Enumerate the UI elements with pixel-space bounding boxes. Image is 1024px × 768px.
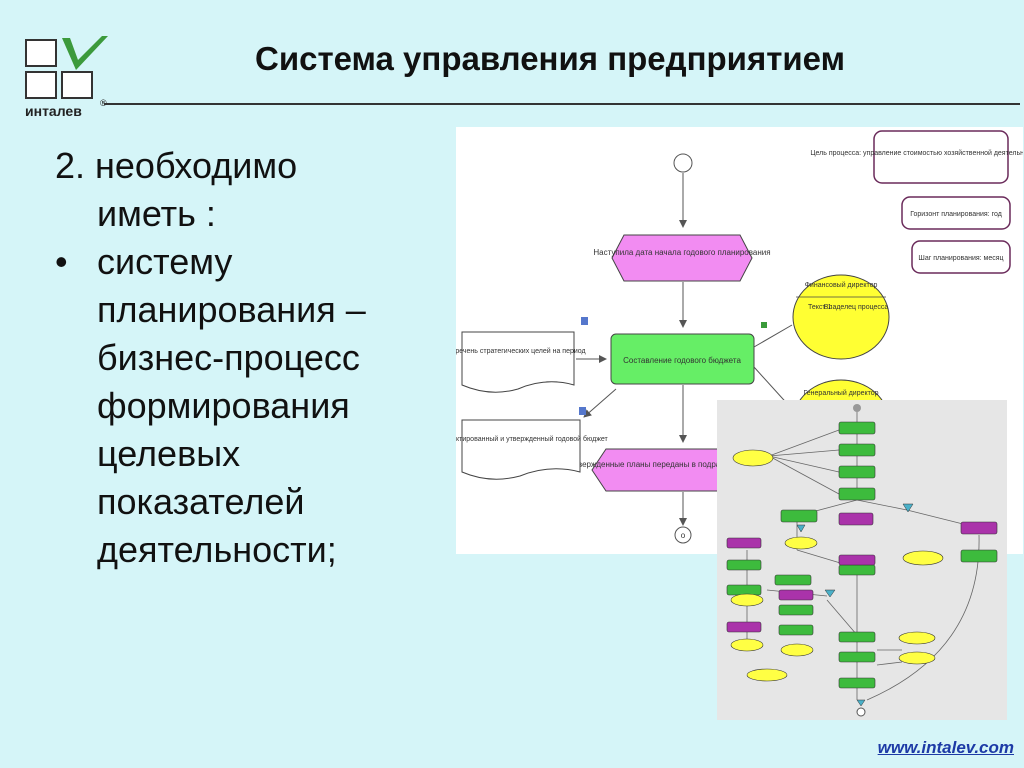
fin-director-label: Финансовый директор	[805, 281, 878, 289]
doc-marker-icon	[579, 407, 586, 415]
footer-url-link[interactable]: www.intalev.com	[877, 738, 1014, 757]
yellow-role-ellipses	[730, 449, 944, 682]
start-plan-label: Наступила дата начала годового планирова…	[593, 248, 770, 257]
title-divider	[104, 103, 1020, 105]
approved-plans-label: Утвержденные планы переданы в подразделе…	[569, 460, 755, 469]
link-marker-icon	[761, 322, 767, 328]
horizon-note	[901, 196, 1011, 230]
goal-label: Цель процесса: управление стоимостью хоз…	[810, 149, 1023, 157]
doc-corrected-label: Скорректированный и утвержденный годовой…	[456, 435, 609, 443]
goal-note	[873, 130, 1009, 184]
fin-text-label: Текст 1	[808, 304, 832, 311]
step-note	[911, 240, 1011, 274]
slide-title: Система управления предприятием	[254, 40, 846, 77]
bullet-text-1: систему	[97, 241, 233, 282]
horizon-label: Горизонт планирования: год	[910, 211, 1002, 218]
body-line-1: 2. необходимо	[55, 145, 298, 186]
bullet-text-4: формирования	[97, 385, 350, 426]
bullet-line-1: • систему	[55, 238, 455, 286]
bullet-text-6: показателей	[97, 481, 305, 522]
end-event-icon	[674, 526, 692, 544]
approved-plans-event	[591, 448, 733, 492]
doc-list-label: Перечень стратегических целей на период	[456, 347, 586, 355]
connector-triangles	[796, 503, 914, 707]
bullet-text-3: бизнес-процесс	[97, 337, 360, 378]
document-strategic-goals	[461, 331, 575, 393]
detailed-process-diagram	[717, 400, 1007, 720]
role-link	[753, 324, 793, 348]
fin-director-role	[792, 274, 890, 360]
gen-director-label: Генеральный директор	[803, 389, 878, 397]
start-event-icon	[673, 153, 693, 173]
bullet-text-5: целевых	[97, 433, 241, 474]
end-event-label: o	[681, 531, 686, 540]
green-process-boxes	[726, 421, 998, 689]
logo-text: инталев	[25, 103, 82, 119]
body-text: 2. необходимо иметь : • систему планиров…	[55, 142, 455, 574]
bullet-text-7: деятельности;	[97, 529, 337, 570]
document-corrected-budget	[461, 419, 581, 480]
start-plan-event	[611, 234, 753, 282]
flow-arrow	[583, 388, 617, 418]
bullet-text-2: планирования –	[97, 289, 366, 330]
bullet-marker: •	[55, 241, 68, 282]
magenta-event-boxes	[726, 512, 998, 633]
compose-budget-label: Составление годового бюджета	[623, 356, 741, 365]
step-label: Шаг планирования: месяц	[918, 255, 1003, 262]
doc-marker-icon	[581, 317, 588, 325]
intalev-logo: инталев ®	[25, 36, 108, 119]
fin-owner-label: Владелец процесса	[824, 304, 889, 311]
logo-registered: ®	[100, 98, 107, 108]
compose-budget-function	[610, 333, 755, 385]
body-line-2: иметь :	[97, 193, 216, 234]
